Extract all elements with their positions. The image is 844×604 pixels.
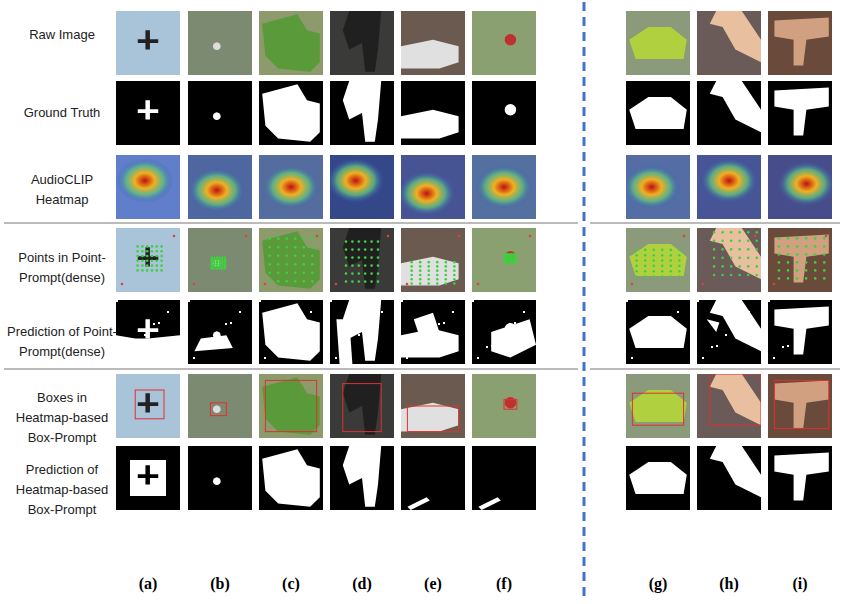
image-cell xyxy=(401,374,465,438)
image-cell xyxy=(626,446,690,510)
image-cell xyxy=(330,228,394,292)
image-cell xyxy=(768,155,832,219)
image-cell xyxy=(472,155,536,219)
image-cell xyxy=(259,374,323,438)
image-cell xyxy=(330,374,394,438)
image-cell xyxy=(472,300,536,364)
image-cell xyxy=(401,155,465,219)
image-cell xyxy=(259,155,323,219)
image-cell xyxy=(330,300,394,364)
image-cell xyxy=(472,81,536,145)
image-cell xyxy=(768,374,832,438)
image-cell xyxy=(259,446,323,510)
image-cell xyxy=(116,300,180,364)
image-cell xyxy=(259,81,323,145)
image-cell xyxy=(626,374,690,438)
row-label: Raw Image xyxy=(7,25,117,45)
image-cell xyxy=(188,11,252,75)
panel-letter: (b) xyxy=(200,574,240,594)
image-cell xyxy=(697,446,761,510)
image-cell xyxy=(188,228,252,292)
image-cell xyxy=(330,11,394,75)
image-cell xyxy=(259,228,323,292)
separator-line xyxy=(590,223,840,224)
divider-line xyxy=(583,2,586,602)
image-cell xyxy=(768,81,832,145)
image-cell xyxy=(768,11,832,75)
image-cell xyxy=(188,155,252,219)
separator-line xyxy=(4,369,578,370)
panel-letter: (d) xyxy=(342,574,382,594)
image-cell xyxy=(472,11,536,75)
image-cell xyxy=(116,11,180,75)
image-cell xyxy=(401,300,465,364)
image-cell xyxy=(626,300,690,364)
panel-letter: (g) xyxy=(638,574,678,594)
image-cell xyxy=(697,374,761,438)
image-cell xyxy=(188,446,252,510)
image-cell xyxy=(116,446,180,510)
panel-letter: (e) xyxy=(413,574,453,594)
image-cell xyxy=(330,446,394,510)
image-cell xyxy=(472,374,536,438)
image-cell xyxy=(697,300,761,364)
image-cell xyxy=(401,81,465,145)
image-cell xyxy=(116,155,180,219)
image-cell xyxy=(697,81,761,145)
image-cell xyxy=(472,446,536,510)
image-cell xyxy=(401,446,465,510)
image-cell xyxy=(188,300,252,364)
image-cell xyxy=(768,300,832,364)
panel-letter: (i) xyxy=(780,574,820,594)
row-label: Points in Point-Prompt(dense) xyxy=(7,248,117,288)
image-cell xyxy=(116,81,180,145)
image-cell xyxy=(697,155,761,219)
row-label: Prediction of Point-Prompt(dense) xyxy=(7,322,117,362)
image-cell xyxy=(259,11,323,75)
row-label: Boxes in Heatmap-based Box-Prompt xyxy=(7,388,117,448)
image-cell xyxy=(768,446,832,510)
image-cell xyxy=(626,228,690,292)
image-cell xyxy=(697,228,761,292)
separator-line xyxy=(590,369,840,370)
image-cell xyxy=(330,81,394,145)
image-cell xyxy=(401,11,465,75)
image-cell xyxy=(626,11,690,75)
panel-letter: (a) xyxy=(128,574,168,594)
image-cell xyxy=(188,374,252,438)
image-cell xyxy=(259,300,323,364)
panel-letter: (h) xyxy=(709,574,749,594)
image-cell xyxy=(472,228,536,292)
panel-letter: (c) xyxy=(271,574,311,594)
image-cell xyxy=(626,81,690,145)
image-cell xyxy=(116,374,180,438)
row-label: Ground Truth xyxy=(7,103,117,123)
image-cell xyxy=(116,228,180,292)
image-cell xyxy=(768,228,832,292)
row-label: Prediction of Heatmap-based Box-Prompt xyxy=(7,460,117,520)
panel-letter: (f) xyxy=(484,574,524,594)
image-cell xyxy=(697,11,761,75)
image-cell xyxy=(626,155,690,219)
image-cell xyxy=(330,155,394,219)
image-cell xyxy=(401,228,465,292)
image-cell xyxy=(188,81,252,145)
row-label: AudioCLIP Heatmap xyxy=(7,170,117,210)
separator-line xyxy=(4,223,578,224)
